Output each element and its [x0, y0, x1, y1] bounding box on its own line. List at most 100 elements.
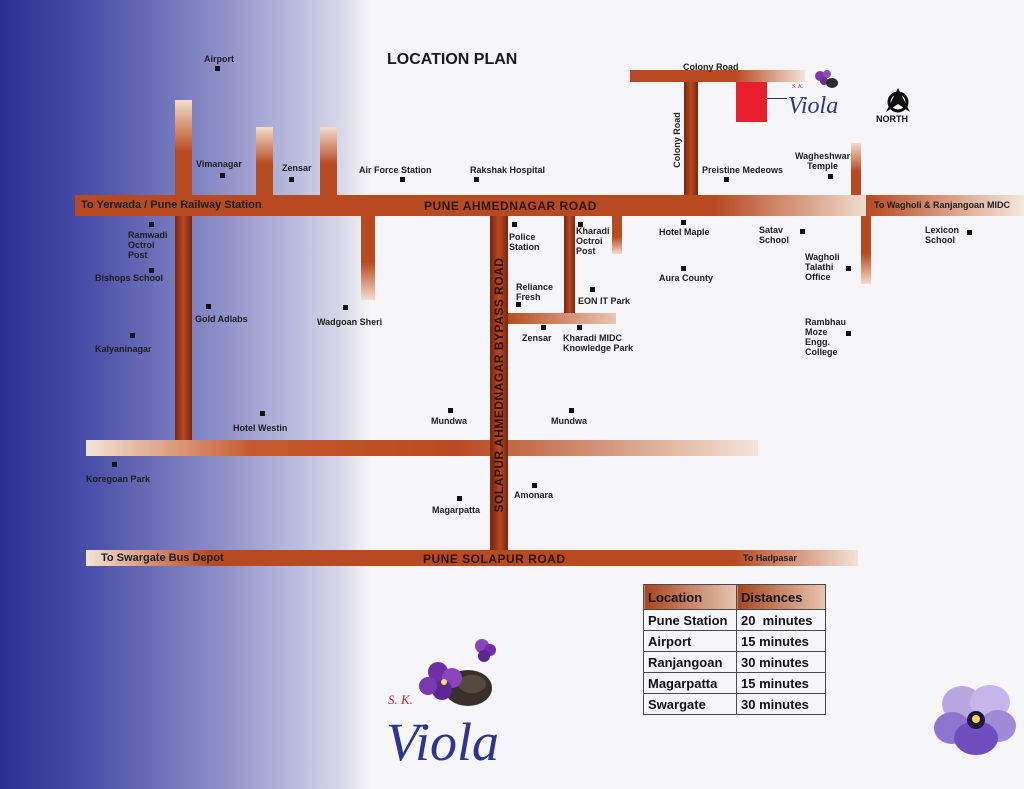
logo-small-prefix: S. K. [792, 84, 804, 90]
police-station-marker [512, 222, 517, 227]
site-marker [736, 82, 767, 122]
ramwadi-octroi-post-marker [149, 222, 154, 227]
table-cell-location: Swargate [643, 693, 737, 715]
airport-label: Airport [204, 54, 234, 64]
to-hadpasar-label: To Hadpasar [743, 553, 797, 563]
aura-county-marker [681, 266, 686, 271]
kharadi-octroi-post-label: Kharadi Octroi Post [576, 226, 610, 256]
pune-ahmednagar-road-label: PUNE AHMEDNAGAR ROAD [424, 199, 597, 213]
table-cell-distance: 30 minutes [736, 693, 826, 715]
aura-county-label: Aura County [659, 273, 713, 283]
wagheshwar-road [851, 143, 861, 195]
hotel-westin-marker [260, 411, 265, 416]
pune-solapur-road [86, 550, 858, 566]
logo-big-prefix: S. K. [388, 692, 413, 707]
logo-big-name: Viola [386, 712, 499, 772]
wagholi-talathi-label: Wagholi Talathi Office [805, 252, 840, 282]
hotel-westin-label: Hotel Westin [233, 423, 288, 433]
violet-flower-icon [815, 70, 838, 88]
table-row: Airport 15 minutes [643, 630, 826, 652]
wagholi-talathi-marker [846, 266, 851, 271]
kharadi-road [564, 216, 575, 313]
viola-logo-big: S. K. Viola [386, 639, 499, 772]
amonara-label: Amonara [514, 490, 554, 500]
koregoan-park-marker [112, 462, 117, 467]
magarpatta-label: Magarpatta [432, 505, 481, 515]
viola-logo-small: S. K. Viola [788, 70, 838, 119]
colony-road-vertical-label: Colony Road [672, 112, 682, 168]
mundwa-left-marker [448, 408, 453, 413]
mundwa-left-label: Mundwa [431, 416, 467, 426]
air-force-station-label: Air Force Station [359, 165, 432, 175]
air-force-station-marker [400, 177, 405, 182]
table-header-row: Location Distances [643, 584, 826, 610]
site-pointer-line [767, 98, 787, 99]
preistine-medeows-label: Preistine Medeows [702, 165, 784, 175]
reliance-fresh-label: Reliance Fresh [516, 282, 554, 302]
to-wagholi-label: To Wagholi & Ranjangoan MIDC [874, 200, 1010, 210]
eon-branch-road [506, 313, 616, 324]
eon-it-park-label: EON IT Park [578, 296, 631, 306]
koregoan-park-label: Koregoan Park [86, 474, 151, 484]
bishops-school-marker [149, 268, 154, 273]
header-distances: Distances [736, 584, 826, 610]
wagheshwar-temple-marker [828, 174, 833, 179]
pune-ahmednagar-road-fade [866, 195, 1024, 216]
solapur-bypass-road-label: SOLAPUR AHMEDNAGAR BYPASS ROAD [492, 257, 506, 513]
reliance-fresh-marker [516, 302, 521, 307]
hotel-maple-marker [681, 220, 686, 225]
to-swargate-label: To Swargate Bus Depot [101, 552, 224, 564]
police-station-label: Police Station [509, 232, 540, 252]
mundwa-right-marker [569, 408, 574, 413]
table-row: Ranjangoan 30 minutes [643, 651, 826, 673]
zensar-right-road [320, 127, 337, 195]
bypass-south-road [492, 456, 508, 550]
table-row: Pune Station 20 minutes [643, 609, 826, 631]
pune-solapur-road-label: PUNE SOLAPUR ROAD [423, 552, 566, 566]
wagholi-road [861, 216, 871, 284]
rambhau-moze-label: Rambhau Moze Engg. College [805, 317, 847, 357]
wagheshwar-temple-label: Wagheshwar Temple [795, 151, 851, 171]
kalyaninagar-label: Kalyaninagar [95, 344, 152, 354]
table-row: Swargate 30 minutes [643, 693, 826, 715]
pansy-flower-icon [934, 685, 1016, 755]
wadgoan-sheri-road [361, 216, 375, 300]
preistine-medeows-marker [724, 177, 729, 182]
vimanagar-road [175, 100, 192, 195]
gold-adlabs-label: Gold Adlabs [195, 314, 248, 324]
airport-marker [215, 66, 220, 71]
page-title: LOCATION PLAN [387, 51, 518, 68]
vimanagar-marker [220, 173, 225, 178]
colony-road-top [630, 70, 805, 82]
amonara-marker [532, 483, 537, 488]
satav-school-label: Satav School [759, 225, 790, 245]
magarpatta-marker [457, 496, 462, 501]
ramwadi-octroi-post-label: Ramwadi Octroi Post [128, 230, 168, 260]
violet-flower-icon [419, 639, 496, 706]
kharadi-octroi-post-marker [578, 222, 583, 227]
vimanagar-label: Vimanagar [196, 159, 242, 169]
distance-table: Location Distances Pune Station 20 minut… [643, 584, 826, 715]
header-location: Location [643, 584, 737, 610]
table-cell-distance: 20 minutes [736, 609, 826, 631]
pune-ahmednagar-road [75, 195, 875, 216]
eon-it-park-marker [590, 287, 595, 292]
table-cell-location: Ranjangoan [643, 651, 737, 673]
to-yerwada-label: To Yerwada / Pune Railway Station [81, 199, 262, 211]
table-row: Magarpatta 15 minutes [643, 672, 826, 694]
zensar-top-marker [289, 177, 294, 182]
rakshak-hospital-label: Rakshak Hospital [470, 165, 546, 175]
table-cell-distance: 15 minutes [736, 630, 826, 652]
middle-horizontal-road [86, 440, 758, 456]
table-cell-location: Airport [643, 630, 737, 652]
lexicon-school-label: Lexicon School [925, 225, 960, 245]
colony-road-top-label: Colony Road [683, 62, 739, 72]
kharadi-short-road [612, 216, 622, 254]
kharadi-midc-marker [577, 325, 582, 330]
zensar-top-label: Zensar [282, 163, 312, 173]
zensar-mid-label: Zensar [522, 333, 552, 343]
hotel-maple-label: Hotel Maple [659, 227, 710, 237]
wadgoan-sheri-label: Wadgoan Sheri [317, 317, 383, 327]
north-label: NORTH [876, 114, 908, 124]
kalyaninagar-road [175, 216, 192, 440]
